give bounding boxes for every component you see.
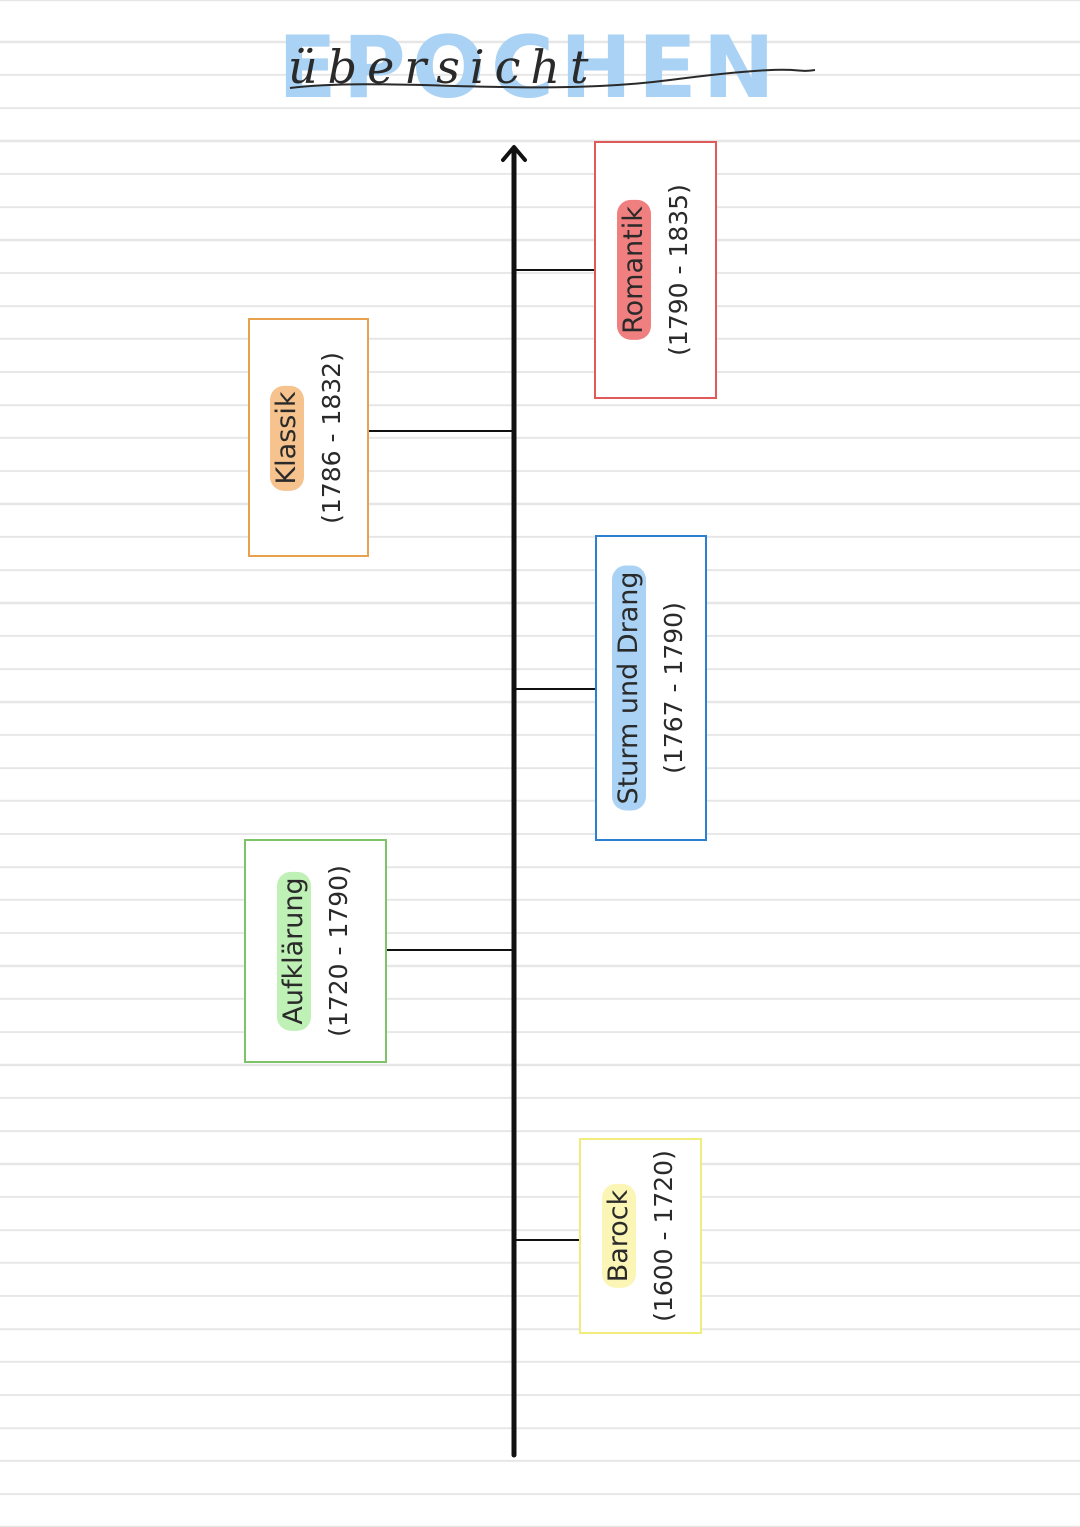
epoch-name-sturm-und-drang: Sturm und Drang: [612, 565, 646, 811]
epoch-box-sturm-und-drang: Sturm und Drang (1767 - 1790): [595, 535, 707, 841]
epoch-name-romantik: Romantik: [616, 200, 651, 340]
epoch-content-sturm-und-drang: Sturm und Drang (1767 - 1790): [612, 565, 690, 811]
epoch-name-aufklaerung: Aufklärung: [276, 871, 311, 1031]
epoch-box-barock: Barock (1600 - 1720): [579, 1138, 702, 1334]
epoch-content-romantik: Romantik (1790 - 1835): [616, 184, 695, 356]
epoch-range-romantik: (1790 - 1835): [663, 184, 693, 356]
epoch-box-romantik: Romantik (1790 - 1835): [594, 141, 717, 399]
epoch-content-barock: Barock (1600 - 1720): [601, 1150, 680, 1322]
epoch-range-barock: (1600 - 1720): [648, 1150, 678, 1322]
epoch-box-aufklaerung: Aufklärung (1720 - 1790): [244, 839, 387, 1063]
title-underline-flourish: [289, 68, 816, 89]
epoch-name-barock: Barock: [601, 1183, 636, 1289]
epoch-range-aufklaerung: (1720 - 1790): [323, 865, 353, 1037]
epoch-name-klassik: Klassik: [269, 384, 304, 491]
timeline-arrowhead: [501, 145, 527, 162]
page-title: EPOCHEN: [278, 18, 781, 118]
epoch-range-klassik: (1786 - 1832): [316, 351, 346, 524]
epoch-content-klassik: Klassik (1786 - 1832): [269, 351, 348, 524]
epoch-content-aufklaerung: Aufklärung (1720 - 1790): [276, 865, 355, 1037]
title-block: EPOCHEN übersicht: [270, 18, 830, 128]
epoch-range-sturm-und-drang: (1767 - 1790): [659, 602, 688, 774]
epoch-box-klassik: Klassik (1786 - 1832): [248, 318, 369, 557]
